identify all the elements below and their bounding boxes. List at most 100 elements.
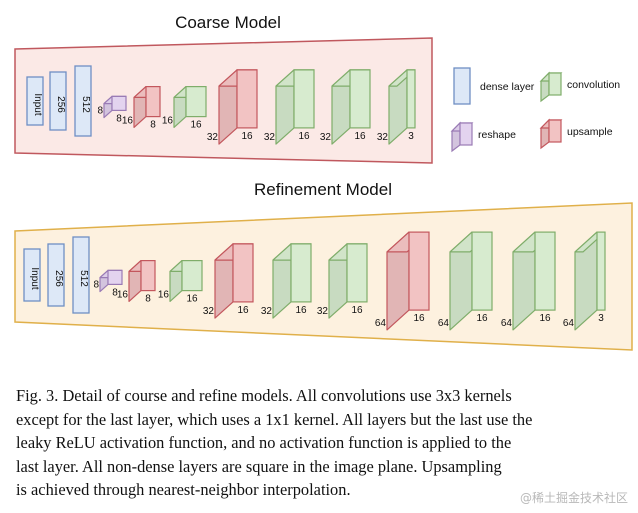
upsample-dim-label: 32 — [203, 306, 215, 317]
upsample-block: 16 8 — [122, 85, 161, 131]
upsample-dim-label: 16 — [117, 289, 129, 300]
upsample-channel-label: 8 — [145, 294, 151, 305]
convolution-front-face — [406, 69, 416, 129]
upsample-front-face — [236, 69, 258, 129]
legend-dense: dense layer — [453, 67, 535, 105]
reshape-block: 88 — [93, 269, 123, 298]
legend-dense-label: dense layer — [480, 81, 535, 93]
convolution-front-face — [293, 69, 315, 129]
dense-layer: 256 — [49, 71, 67, 131]
convolution-front-face — [349, 69, 371, 129]
dense-layer: Input — [26, 76, 44, 126]
convolution-dim-label: 32 — [377, 132, 389, 143]
dense-layer-label: 512 — [78, 270, 89, 287]
convolution-dim-label: 32 — [264, 132, 276, 143]
upsample-front-face — [408, 231, 430, 311]
convolution-dim-label: 16 — [158, 289, 170, 300]
convolution-block: 64 3 — [563, 231, 606, 331]
legend-convolution-label: convolution — [567, 79, 620, 91]
convolution-channel-label: 16 — [539, 313, 551, 324]
reshape-front-face — [111, 95, 127, 112]
dense-layer: 256 — [47, 243, 65, 307]
convolution-channel-label: 16 — [186, 294, 198, 305]
caption-line: Fig. 3. Detail of course and refine mode… — [16, 386, 512, 405]
upsample-block: 64 16 — [375, 231, 430, 331]
watermark: @稀土掘金技术社区 — [519, 491, 628, 505]
convolution-dim-label: 32 — [317, 306, 329, 317]
dense-layer-box — [72, 236, 90, 314]
dense-layer: 512 — [74, 65, 92, 137]
convolution-channel-label: 16 — [298, 131, 310, 142]
convolution-dim-label: 64 — [563, 318, 575, 329]
caption-line: is achieved through nearest-neighbor int… — [16, 480, 351, 499]
convolution-channel-label: 16 — [190, 120, 202, 131]
upsample-block: 16 8 — [117, 260, 156, 305]
convolution-front-face — [346, 243, 368, 303]
caption-line: leaky ReLU activation function, and no a… — [16, 433, 512, 452]
convolution-dim-label: 32 — [261, 306, 273, 317]
caption-line: last layer. All non-dense layers are squ… — [16, 456, 502, 476]
convolution-block: 32 16 — [261, 243, 312, 319]
convolution-channel-label: 3 — [408, 131, 414, 142]
dense-layer-label: 256 — [53, 270, 64, 287]
upsample-block: 32 16 — [207, 69, 258, 145]
coarse-model-title: Coarse Model — [175, 13, 281, 32]
convolution-dim-label: 64 — [501, 318, 513, 329]
upsample-channel-label: 16 — [241, 131, 253, 142]
legend-upsample-label: upsample — [567, 126, 613, 138]
upsample-channel-label: 16 — [237, 305, 249, 316]
dense-layer-label: Input — [29, 267, 40, 289]
figure-caption: Fig. 3. Detail of course and refine mode… — [16, 384, 628, 502]
convolution-channel-label: 16 — [351, 305, 363, 316]
reshape-channel-label: 8 — [112, 287, 118, 298]
convolution-front-face — [185, 85, 207, 118]
upsample-channel-label: 8 — [150, 120, 156, 131]
convolution-block: 32 3 — [377, 69, 416, 145]
dense-layer-label: 512 — [80, 96, 91, 113]
dense-layer-label: 256 — [55, 96, 66, 113]
convolution-front-face — [181, 260, 203, 292]
legend-upsample-swatch — [548, 119, 562, 143]
convolution-front-face — [596, 231, 606, 311]
upsample-front-face — [140, 260, 156, 292]
reshape-channel-label: 8 — [116, 113, 122, 124]
dense-layer-box — [26, 76, 44, 126]
convolution-channel-label: 3 — [598, 313, 604, 324]
legend-convolution: convolution — [539, 71, 620, 103]
legend-dense-swatch — [453, 67, 471, 105]
convolution-dim-label: 16 — [162, 115, 174, 126]
dense-layer: Input — [23, 248, 41, 302]
convolution-block: 32 16 — [264, 69, 315, 145]
reshape-front-face — [107, 269, 123, 285]
convolution-dim-label: 32 — [320, 132, 332, 143]
reshape-block: 88 — [97, 95, 127, 124]
reshape-dim-label: 8 — [93, 280, 99, 291]
dense-layer: 512 — [72, 236, 90, 314]
upsample-dim-label: 16 — [122, 115, 134, 126]
upsample-channel-label: 16 — [413, 313, 425, 324]
convolution-front-face — [534, 231, 556, 311]
caption-line: except for the last layer, which uses a … — [16, 409, 533, 429]
convolution-block: 32 16 — [317, 243, 368, 319]
upsample-front-face — [232, 243, 254, 303]
upsample-dim-label: 32 — [207, 132, 219, 143]
upsample-dim-label: 64 — [375, 318, 387, 329]
convolution-block: 64 16 — [501, 231, 556, 331]
convolution-front-face — [471, 231, 493, 311]
convolution-front-face — [290, 243, 312, 303]
convolution-channel-label: 16 — [295, 305, 307, 316]
legend-reshape-swatch — [459, 122, 473, 146]
reshape-dim-label: 8 — [97, 106, 103, 117]
legend-upsample: upsample — [539, 118, 613, 150]
dense-layer-box — [47, 243, 65, 307]
dense-layer-box — [23, 248, 41, 302]
dense-layer-box — [49, 71, 67, 131]
